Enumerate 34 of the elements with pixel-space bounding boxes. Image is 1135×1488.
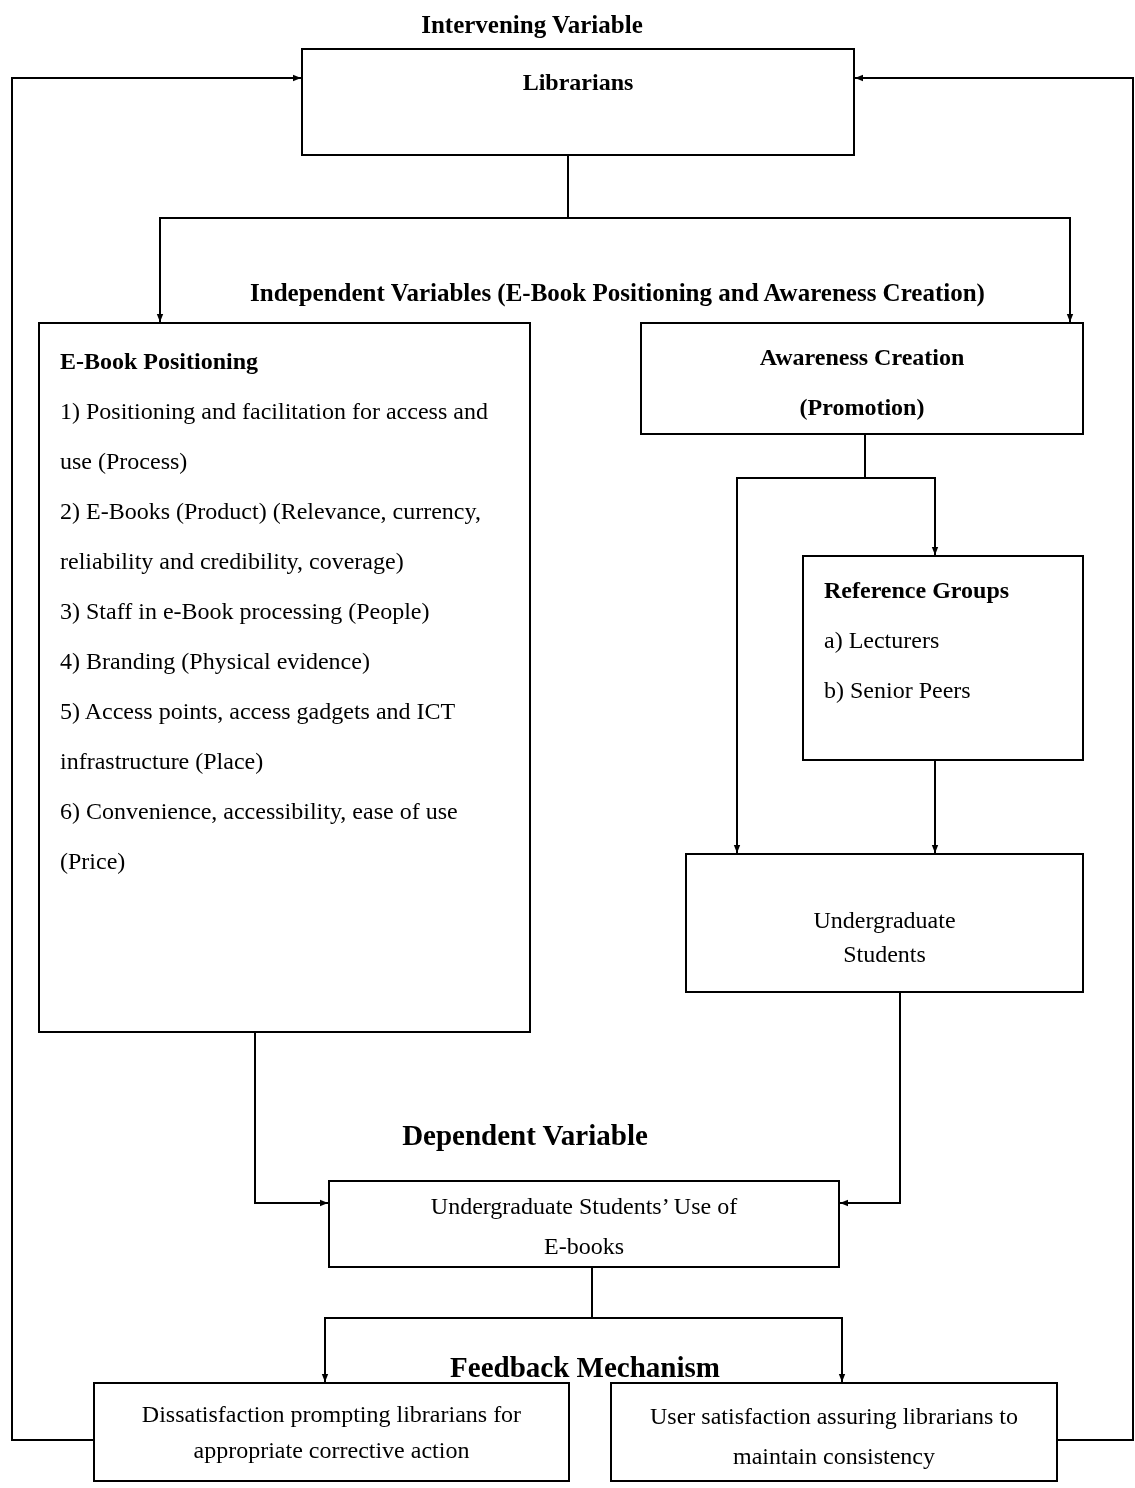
arrow — [591, 1267, 846, 1383]
text-box — [610, 1382, 1058, 1482]
arrow — [854, 74, 1134, 1441]
text-box — [93, 1382, 570, 1482]
arrow — [11, 74, 302, 1441]
box-heading: E-Book Positioning — [60, 347, 260, 376]
section-heading: Dependent Variable — [401, 1118, 649, 1153]
box-text: b) Senior Peers — [824, 676, 972, 705]
box-heading: Librarians — [521, 68, 635, 97]
arrow — [931, 760, 939, 854]
section-heading: Feedback Mechanism — [449, 1350, 721, 1385]
box-heading: Awareness Creation (Promotion) — [758, 343, 966, 422]
text-box — [38, 322, 531, 1033]
box-text: 3) Staff in e-Book processing (People) — [60, 597, 431, 626]
section-heading: Independent Variables (E-Book Positioning and Awareness Creation) — [249, 278, 986, 309]
text-box — [685, 853, 1084, 993]
box-text: Dissatisfaction prompting librarians for appropriate corrective action — [140, 1400, 523, 1465]
text-box — [640, 322, 1084, 435]
section-heading: Intervening Variable — [420, 10, 644, 40]
text-box — [328, 1180, 840, 1268]
arrow — [254, 1032, 329, 1207]
box-text: Undergraduate Students — [812, 906, 957, 969]
box-text: 6) Convenience, accessibility, ease of use (Price) — [60, 797, 459, 876]
text-box — [301, 48, 855, 156]
box-text: a) Lecturers — [824, 626, 941, 655]
box-text: 4) Branding (Physical evidence) — [60, 647, 371, 676]
box-heading: Reference Groups — [824, 576, 1011, 605]
box-text: 5) Access points, access gadgets and ICT infrastructure (Place) — [60, 697, 456, 776]
box-text: 1) Positioning and facilitation for access and use (Process) — [60, 397, 489, 476]
box-text: Undergraduate Students’ Use of E-books — [429, 1192, 739, 1261]
text-box — [802, 555, 1084, 761]
box-text: 2) E-Books (Product) (Relevance, currency, reliability and credibility, coverage) — [60, 497, 482, 576]
arrow — [839, 992, 901, 1207]
box-text: User satisfaction assuring librarians to maintain consistency — [649, 1402, 1019, 1471]
